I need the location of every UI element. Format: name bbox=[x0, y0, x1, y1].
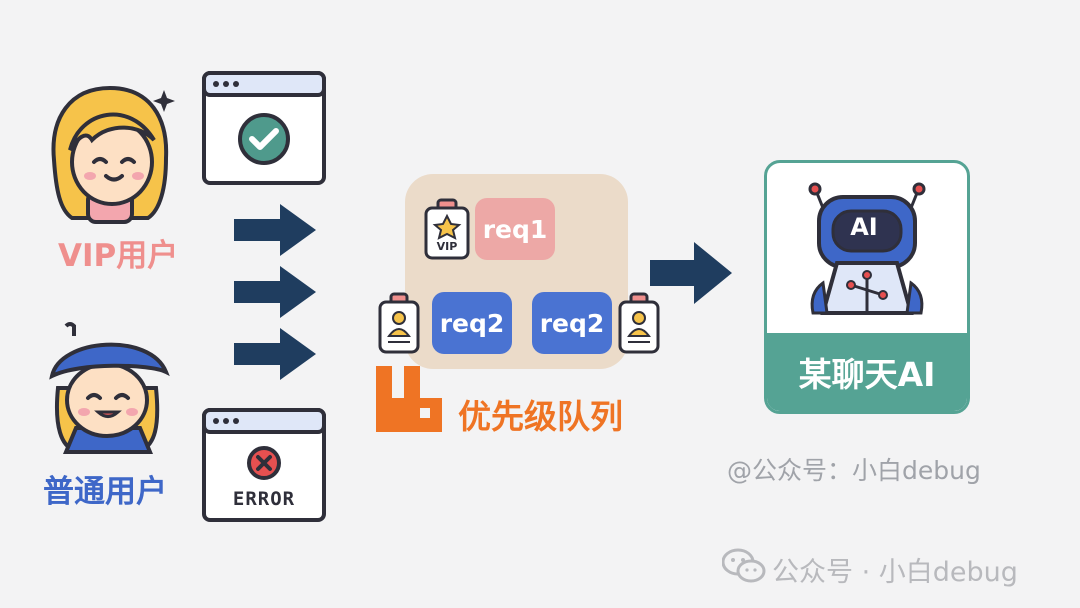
request-req1: req1 bbox=[475, 198, 555, 260]
robot-icon bbox=[808, 182, 926, 315]
vip-badge: VIP bbox=[424, 198, 470, 260]
user-badge-icon bbox=[618, 292, 660, 354]
error-window: ERROR bbox=[202, 408, 326, 522]
vip-user-avatar bbox=[51, 85, 175, 224]
normal-user-label: 普通用户 bbox=[43, 474, 167, 510]
vip-user-label: VIP用户 bbox=[58, 238, 179, 274]
arrow-icon bbox=[234, 204, 316, 256]
request-req2: req2 bbox=[432, 292, 512, 354]
priority-queue-label: 优先级队列 bbox=[458, 397, 623, 436]
wechat-icon bbox=[722, 548, 766, 583]
watermark-text: 公众号 · 小白debug bbox=[772, 557, 1018, 588]
error-window-icon bbox=[202, 408, 326, 522]
arrow-icon bbox=[234, 266, 316, 318]
robot-face-text: AI bbox=[850, 213, 878, 241]
ai-name-label: 某聊天AI bbox=[767, 333, 967, 411]
credit-text: @公众号：小白debug bbox=[727, 456, 981, 485]
ai-card: AI 某聊天AI bbox=[764, 160, 970, 414]
error-text: ERROR bbox=[232, 488, 296, 510]
request-req2: req2 bbox=[532, 292, 612, 354]
queue-logo-icon bbox=[376, 366, 442, 432]
success-window-icon bbox=[202, 71, 326, 185]
arrow-icon bbox=[234, 328, 316, 380]
normal-user-avatar bbox=[49, 322, 170, 454]
vip-badge-icon bbox=[424, 198, 470, 260]
vip-badge-text: VIP bbox=[436, 240, 458, 253]
user-badge-icon bbox=[378, 292, 420, 354]
arrow-icon bbox=[650, 242, 732, 304]
